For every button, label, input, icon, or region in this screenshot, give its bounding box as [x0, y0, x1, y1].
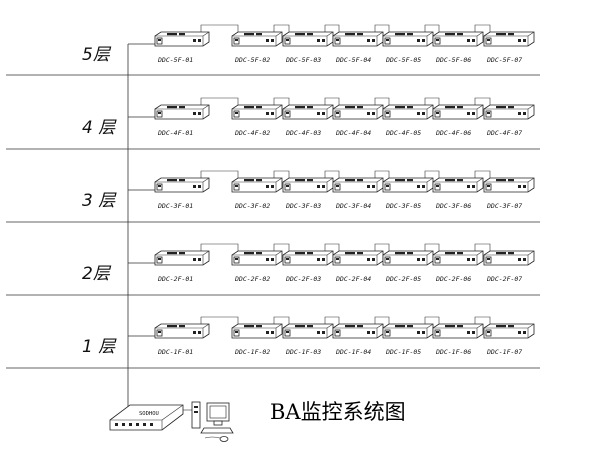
ddc-controller: DDC-5F-02 [231, 31, 283, 64]
floor-group: 4 层 DDC-4F-01 DDC-4F-02 DDC-4F-03 DDC-4F-04 D… [82, 97, 535, 138]
ddc-controller-label: DDC-4F-02 [234, 129, 270, 137]
ddc-controller: DDC-1F-04 [332, 323, 384, 356]
ddc-controller: DDC-3F-04 [332, 177, 384, 210]
ddc-controller: DDC-5F-01 [154, 31, 210, 64]
ddc-controller: DDC-1F-06 [432, 323, 484, 356]
ddc-controller-label: DDC-4F-07 [486, 129, 522, 137]
ddc-controller: DDC-1F-05 [382, 323, 434, 356]
ddc-controller-label: DDC-3F-06 [435, 202, 471, 210]
floor-label: 2层 [82, 264, 112, 284]
ddc-controller-label: DDC-2F-05 [385, 275, 421, 283]
floor-label: 5层 [82, 45, 112, 65]
ddc-controller-label: DDC-3F-01 [157, 202, 193, 210]
ddc-controller-label: DDC-2F-07 [486, 275, 522, 283]
floor-group: 5层 DDC-5F-01 DDC-5F-02 DDC-5F-03 DDC-5F-04 DD… [82, 24, 535, 65]
mouse-icon [219, 436, 229, 442]
ddc-controller-label: DDC-3F-07 [486, 202, 522, 210]
floor-group: 1 层 DDC-1F-01 DDC-1F-02 DDC-1F-03 DDC-1F-04 D… [82, 316, 535, 357]
ddc-controller: DDC-2F-07 [483, 250, 535, 283]
ddc-controller: DDC-1F-02 [231, 323, 283, 356]
workstation [191, 401, 234, 442]
ddc-controller: DDC-4F-02 [231, 104, 283, 137]
ddc-controller-label: DDC-4F-03 [285, 129, 321, 137]
ddc-controller: DDC-5F-03 [282, 31, 334, 64]
ddc-controller-label: DDC-3F-04 [335, 202, 371, 210]
keyboard-icon [200, 427, 234, 434]
ddc-controller: DDC-3F-01 [154, 177, 210, 210]
ddc-controller-label: DDC-5F-02 [234, 56, 270, 64]
floor-label: 1 层 [82, 337, 117, 357]
ddc-controller-label: DDC-2F-02 [234, 275, 270, 283]
ddc-controller: DDC-3F-07 [483, 177, 535, 210]
ddc-controller: DDC-4F-03 [282, 104, 334, 137]
ddc-controller: DDC-4F-06 [432, 104, 484, 137]
ddc-controller-label: DDC-2F-01 [157, 275, 193, 283]
monitor-icon [206, 402, 230, 426]
ddc-controller-label: DDC-5F-03 [285, 56, 321, 64]
hub-label: SODHOU [139, 411, 159, 417]
floor-label: 3 层 [82, 191, 117, 211]
ddc-controller: DDC-3F-03 [282, 177, 334, 210]
ddc-controller-label: DDC-1F-06 [435, 348, 471, 356]
ddc-controller: DDC-2F-03 [282, 250, 334, 283]
ddc-controller-label: DDC-3F-02 [234, 202, 270, 210]
ddc-controller: DDC-2F-02 [231, 250, 283, 283]
ddc-controller: DDC-5F-05 [382, 31, 434, 64]
ddc-controller-label: DDC-4F-06 [435, 129, 471, 137]
ddc-controller: DDC-4F-07 [483, 104, 535, 137]
workstation-area: SODHOU [109, 401, 234, 442]
ddc-controller-label: DDC-5F-01 [157, 56, 193, 64]
ddc-controller-label: DDC-4F-05 [385, 129, 421, 137]
ddc-controller: DDC-5F-04 [332, 31, 384, 64]
ddc-controller: DDC-4F-04 [332, 104, 384, 137]
ddc-controller-label: DDC-1F-07 [486, 348, 522, 356]
ddc-controller: DDC-1F-07 [483, 323, 535, 356]
ddc-controller: DDC-5F-06 [432, 31, 484, 64]
diagram-title: BA监控系统图 [270, 400, 406, 424]
ddc-controller: DDC-2F-06 [432, 250, 484, 283]
ddc-controller-label: DDC-4F-01 [157, 129, 193, 137]
ddc-controller-label: DDC-5F-04 [335, 56, 371, 64]
network-hub: SODHOU [109, 404, 184, 431]
ddc-controller-label: DDC-3F-03 [285, 202, 321, 210]
ddc-controller: DDC-2F-01 [154, 250, 210, 283]
ddc-controller-label: DDC-1F-01 [157, 348, 193, 356]
ddc-controller: DDC-2F-04 [332, 250, 384, 283]
ddc-controller: DDC-5F-07 [483, 31, 535, 64]
ddc-controller: DDC-1F-03 [282, 323, 334, 356]
ddc-controller: DDC-3F-06 [432, 177, 484, 210]
ddc-controller-label: DDC-1F-05 [385, 348, 421, 356]
ddc-controller-label: DDC-2F-04 [335, 275, 371, 283]
ddc-controller-label: DDC-1F-04 [335, 348, 371, 356]
ddc-controller-label: DDC-5F-05 [385, 56, 421, 64]
ddc-controller-label: DDC-4F-04 [335, 129, 371, 137]
ddc-controller-label: DDC-5F-06 [435, 56, 471, 64]
ddc-controller: DDC-4F-05 [382, 104, 434, 137]
ddc-controller-label: DDC-2F-06 [435, 275, 471, 283]
pc-tower-icon [191, 401, 201, 429]
ddc-controller-label: DDC-1F-03 [285, 348, 321, 356]
ddc-controller-label: DDC-1F-02 [234, 348, 270, 356]
ddc-controller-label: DDC-3F-05 [385, 202, 421, 210]
ddc-controller-label: DDC-2F-03 [285, 275, 321, 283]
floor-group: 2层 DDC-2F-01 DDC-2F-02 DDC-2F-03 DDC-2F-04 DD… [82, 243, 535, 284]
ddc-controller: DDC-3F-05 [382, 177, 434, 210]
ddc-controller: DDC-2F-05 [382, 250, 434, 283]
ddc-controller: DDC-1F-01 [154, 323, 210, 356]
ddc-controller: DDC-4F-01 [154, 104, 210, 137]
ddc-controller: DDC-3F-02 [231, 177, 283, 210]
ddc-controller-label: DDC-5F-07 [486, 56, 522, 64]
floor-label: 4 层 [82, 118, 117, 138]
floor-group: 3 层 DDC-3F-01 DDC-3F-02 DDC-3F-03 DDC-3F-04 D… [82, 170, 535, 211]
